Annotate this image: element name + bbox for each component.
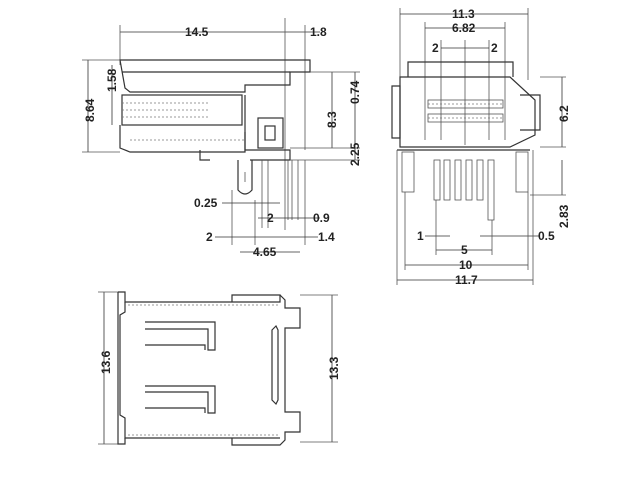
dim-pin-spacing: 1.4 bbox=[318, 230, 335, 244]
dim-peg-span: 10 bbox=[459, 258, 473, 272]
dim-pin-gap: 2 bbox=[267, 211, 274, 225]
dim-pin-span: 5 bbox=[461, 243, 468, 257]
dim-length: 14.5 bbox=[185, 25, 209, 39]
dim-body-height: 8.3 bbox=[325, 111, 339, 128]
dim-flange: 1.8 bbox=[310, 25, 327, 39]
dim-overall-width: 11.7 bbox=[455, 273, 478, 287]
dim-pin-standoff: 2.25 bbox=[348, 142, 362, 166]
dim-front-height: 6.2 bbox=[557, 105, 571, 122]
dim-pin-left: 2 bbox=[206, 230, 213, 244]
front-view: 11.3 6.82 2 2 6.2 2.83 1 0.5 5 10 11.7 bbox=[391, 7, 571, 287]
dim-pitch-right: 2 bbox=[491, 41, 498, 55]
dim-height: 8.64 bbox=[83, 98, 97, 122]
dim-pin-row: 4.65 bbox=[253, 245, 277, 259]
dim-pin-pitch: 1 bbox=[417, 229, 424, 243]
dim-overall: 13.6 bbox=[99, 350, 113, 374]
side-view: 14.5 1.8 8.64 1.58 8.3 0.74 2.25 0.25 2 … bbox=[82, 18, 362, 259]
dim-pin-length: 2.83 bbox=[557, 204, 571, 228]
dim-pin-width: 0.9 bbox=[313, 211, 330, 225]
dim-top-offset: 0.74 bbox=[348, 80, 362, 104]
dim-body: 13.3 bbox=[327, 356, 341, 380]
dim-pin-thickness-front: 0.5 bbox=[538, 229, 555, 243]
dim-slot: 1.58 bbox=[105, 68, 119, 92]
top-view: 13.6 13.3 bbox=[98, 291, 341, 446]
dim-pitch-left: 2 bbox=[432, 41, 439, 55]
dim-pin-thickness: 0.25 bbox=[194, 196, 218, 210]
dim-width: 11.3 bbox=[452, 7, 475, 21]
dim-opening: 6.82 bbox=[452, 21, 476, 35]
